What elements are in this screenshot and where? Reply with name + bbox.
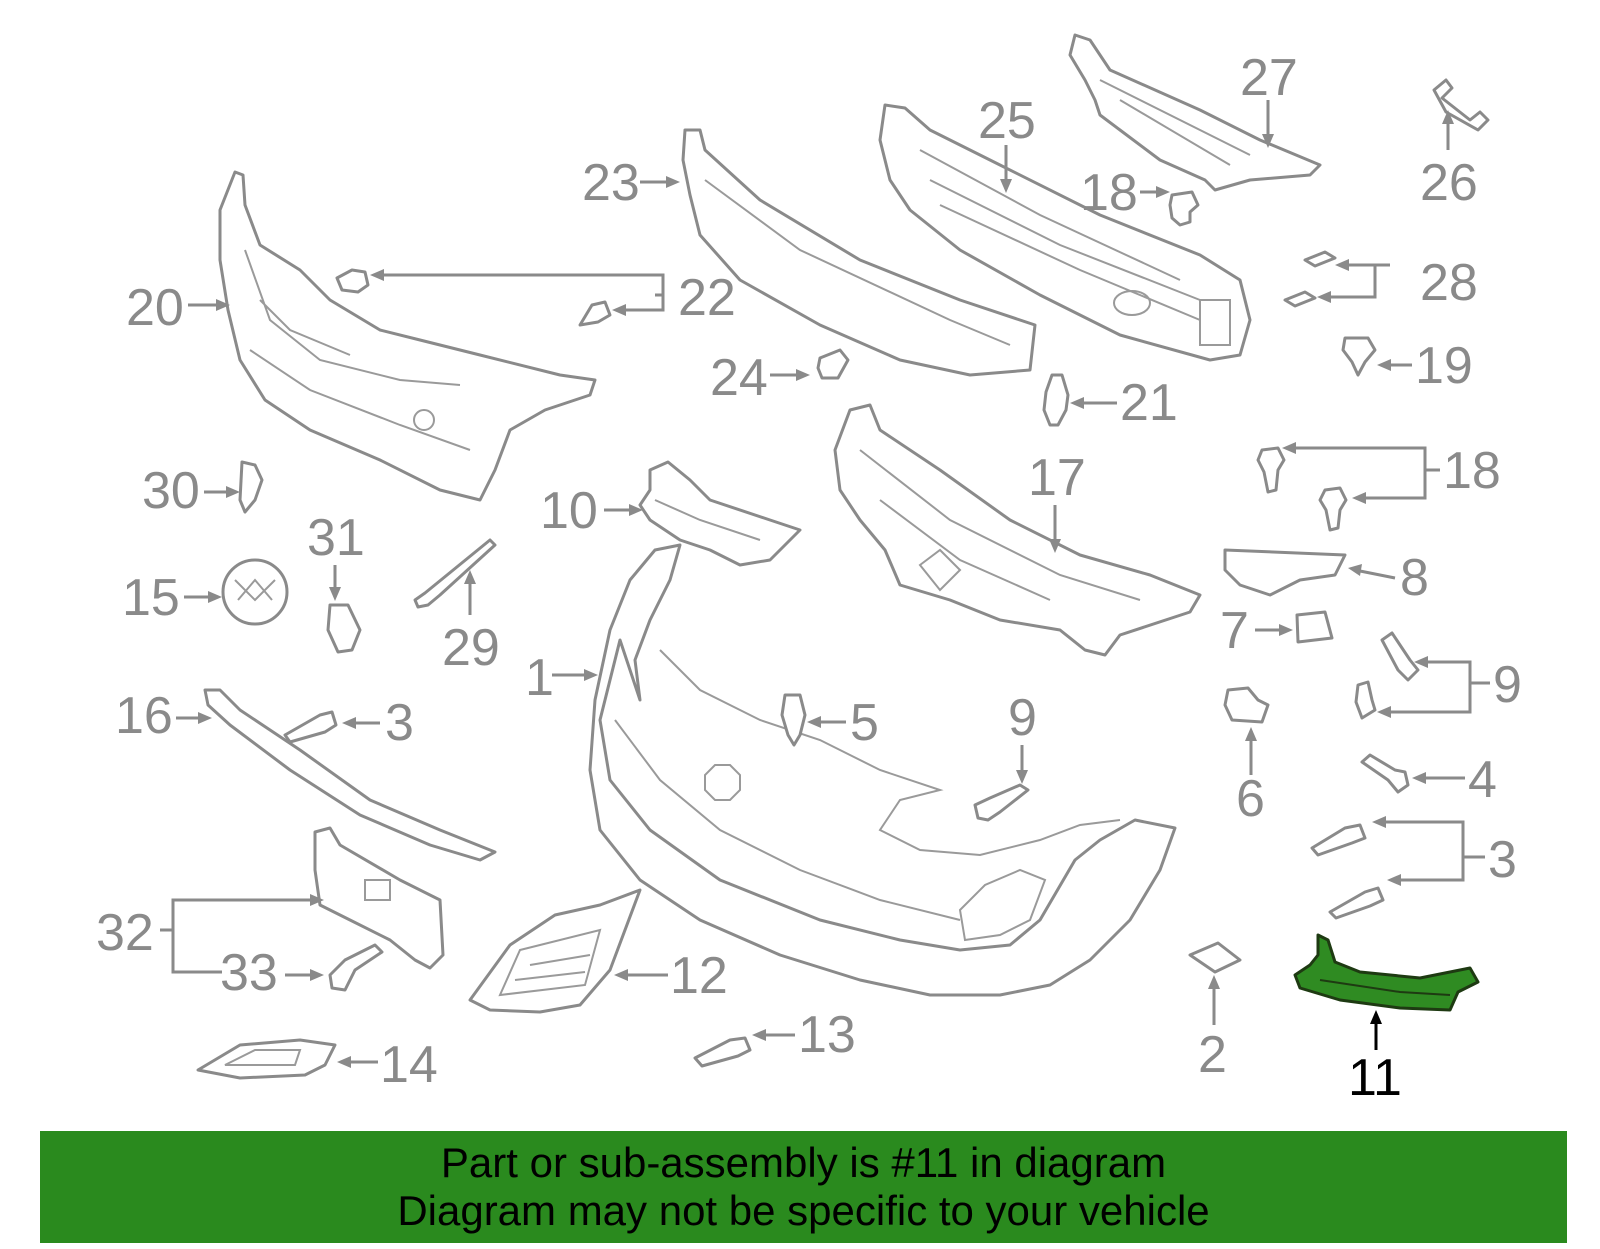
part-10-bracket — [638, 460, 802, 567]
label-6: 6 — [1236, 770, 1265, 828]
part-31-clip — [326, 603, 362, 654]
part-12-fog-grille — [468, 888, 642, 1014]
label-8: 8 — [1400, 549, 1429, 607]
part-18-clip-top — [1168, 190, 1200, 227]
part-29-tie — [413, 538, 497, 609]
label-22: 22 — [678, 269, 736, 327]
label-16: 16 — [115, 687, 173, 745]
label-20: 20 — [126, 279, 184, 337]
label-7: 7 — [1220, 602, 1249, 660]
label-28: 28 — [1420, 254, 1478, 312]
part-17-grille-insert — [833, 403, 1202, 657]
part-18-clips-right — [1256, 446, 1348, 532]
label-18-right: 18 — [1443, 442, 1501, 500]
label-3-right: 3 — [1488, 831, 1517, 889]
part-24-clip — [816, 348, 850, 380]
label-5: 5 — [850, 694, 879, 752]
banner-line-1: Part or sub-assembly is #11 in diagram — [440, 1139, 1167, 1186]
part-23-absorber — [681, 128, 1037, 377]
label-15: 15 — [122, 569, 180, 627]
info-banner: Part or sub-assembly is #11 in diagram D… — [40, 1131, 1567, 1243]
label-32: 32 — [96, 904, 154, 962]
label-13: 13 — [798, 1006, 856, 1064]
label-21: 21 — [1120, 374, 1178, 432]
part-13-screw — [693, 1036, 752, 1068]
part-8-duct — [1223, 548, 1347, 597]
part-14-fog-bezel — [196, 1038, 337, 1080]
part-21-clip — [1042, 373, 1070, 427]
part-16-moulding — [203, 688, 497, 862]
label-30: 30 — [142, 462, 200, 520]
part-1-bumper-cover — [588, 543, 1177, 997]
part-9-bolts-right — [1354, 631, 1420, 720]
label-23: 23 — [582, 154, 640, 212]
part-33-bolt — [328, 943, 384, 992]
label-26: 26 — [1420, 154, 1478, 212]
label-11: 11 — [1348, 1049, 1402, 1107]
label-24: 24 — [710, 349, 768, 407]
part-9-bolt-center — [973, 783, 1030, 822]
part-27-bracket — [1068, 33, 1322, 192]
part-3-screws-right — [1310, 823, 1385, 920]
part-2-clip — [1188, 941, 1242, 974]
label-9-right: 9 — [1493, 656, 1522, 714]
label-19: 19 — [1415, 337, 1473, 395]
part-30-cap — [238, 460, 264, 514]
part-25-reinforcement — [878, 103, 1252, 362]
label-14: 14 — [380, 1036, 438, 1094]
label-12: 12 — [670, 947, 728, 1005]
part-7-clip — [1295, 610, 1334, 644]
part-28-tapes — [1283, 250, 1337, 308]
label-27: 27 — [1240, 49, 1298, 107]
part-19-pushpin — [1341, 336, 1377, 377]
label-2: 2 — [1198, 1026, 1227, 1084]
part-15-emblem — [221, 558, 289, 626]
label-25: 25 — [978, 92, 1036, 150]
part-20-grille-frame — [218, 170, 597, 502]
label-18-top: 18 — [1080, 164, 1138, 222]
part-6-clip — [1223, 686, 1270, 724]
part-5-clip — [780, 693, 807, 747]
part-32-license-bracket — [313, 826, 445, 970]
label-29: 29 — [442, 619, 500, 677]
part-22-screws — [335, 268, 612, 327]
label-4: 4 — [1468, 751, 1497, 809]
label-9-center: 9 — [1008, 689, 1037, 747]
part-11-splash-shield — [1293, 933, 1480, 1012]
part-26-bolt — [1432, 78, 1490, 132]
part-3-screw-left — [283, 710, 338, 744]
label-10: 10 — [540, 482, 598, 540]
banner-line-2: Diagram may not be specific to your vehi… — [397, 1187, 1210, 1234]
label-33: 33 — [220, 944, 278, 1002]
label-3-left: 3 — [385, 694, 414, 752]
label-1: 1 — [525, 649, 554, 707]
label-31: 31 — [307, 509, 365, 567]
part-4-bolt — [1360, 753, 1410, 794]
label-17: 17 — [1028, 449, 1086, 507]
